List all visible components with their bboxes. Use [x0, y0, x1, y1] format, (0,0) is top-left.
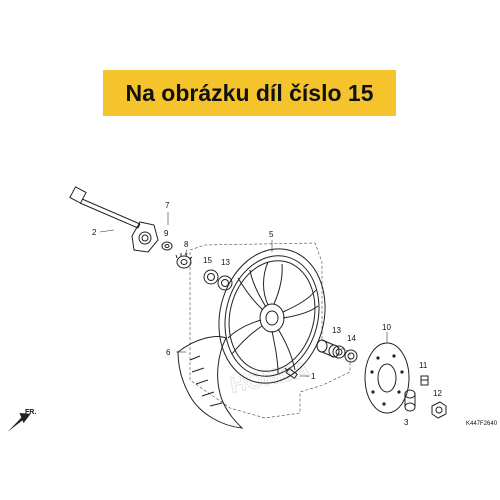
callout-7: 7: [165, 201, 170, 210]
axle-bolt: [69, 186, 141, 229]
callout-6: 6: [166, 348, 171, 357]
callout-13-right: 13: [332, 326, 341, 335]
dust-seal: [203, 269, 219, 285]
axle-nut: [431, 401, 447, 419]
bearing-left: [217, 275, 233, 291]
honda-watermark: HONDA: [228, 357, 312, 398]
callout-5: 5: [269, 230, 274, 239]
leader-2: [99, 229, 115, 233]
assembly-outline: [189, 242, 351, 419]
front-direction-arrow: [7, 412, 31, 432]
banner-text: Na obrázku díl číslo 15: [125, 79, 374, 106]
brake-disc: [364, 342, 410, 414]
side-collar: [404, 389, 416, 412]
distance-collar: [316, 339, 340, 358]
callout-10: 10: [382, 323, 391, 332]
bearing-right: [332, 345, 346, 359]
callout-11: 11: [419, 361, 428, 370]
valve-stem: [284, 367, 298, 380]
callout-2: 2: [92, 228, 97, 237]
callout-3: 3: [404, 418, 409, 427]
callout-15: 15: [203, 256, 212, 265]
washer: [161, 241, 173, 251]
front-fender: [177, 336, 244, 429]
front-wheel: [218, 248, 326, 384]
diagram-ref-code: K447F2640: [466, 421, 498, 427]
callout-13-left: 13: [221, 258, 230, 267]
oil-seal: [344, 349, 358, 363]
part-number-banner: Na obrázku díl číslo 15: [103, 70, 396, 116]
callout-14: 14: [347, 334, 356, 343]
gearbox-housing: [131, 221, 159, 253]
callout-9: 9: [164, 229, 169, 238]
drive-gear: [175, 252, 193, 269]
callout-12: 12: [433, 389, 442, 398]
direction-label: FR.: [25, 409, 36, 416]
callout-1: 1: [311, 372, 316, 381]
leader-8: [184, 249, 188, 256]
callout-8: 8: [184, 240, 189, 249]
disc-bolt: [420, 375, 429, 386]
